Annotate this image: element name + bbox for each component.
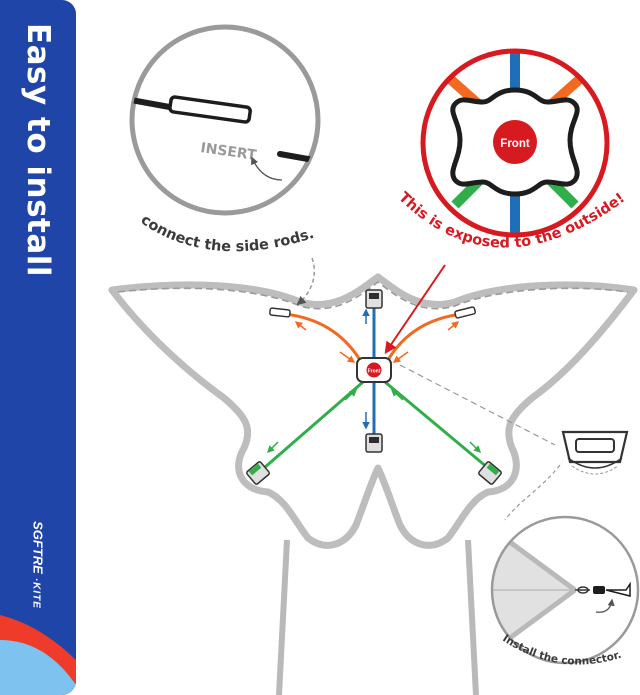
side-rods-caption: connect the side rods. xyxy=(138,212,316,255)
bridle-dashed-line xyxy=(399,364,556,446)
center-connector-front-label: Front xyxy=(368,369,381,375)
front-label: Front xyxy=(500,138,530,150)
bridle-connector-icon xyxy=(561,430,629,475)
sidebar-corner-decoration xyxy=(0,615,76,695)
front-pointer-arrow xyxy=(384,264,446,354)
kite-tails xyxy=(276,539,479,695)
front-callout: Front xyxy=(420,48,610,238)
rod-end-caps xyxy=(246,289,502,485)
bridle-guide-line xyxy=(504,464,561,521)
center-connector: Front xyxy=(356,357,392,383)
rod-direction-arrows xyxy=(266,308,482,454)
insert-label: INSERT xyxy=(199,140,257,164)
insert-callout: INSERT xyxy=(129,24,321,216)
leading-edge-stitch xyxy=(117,280,629,310)
sidebar-banner: Easy to install SGFTRE·KITE xyxy=(0,0,76,695)
side-rods-pointer xyxy=(296,257,316,306)
